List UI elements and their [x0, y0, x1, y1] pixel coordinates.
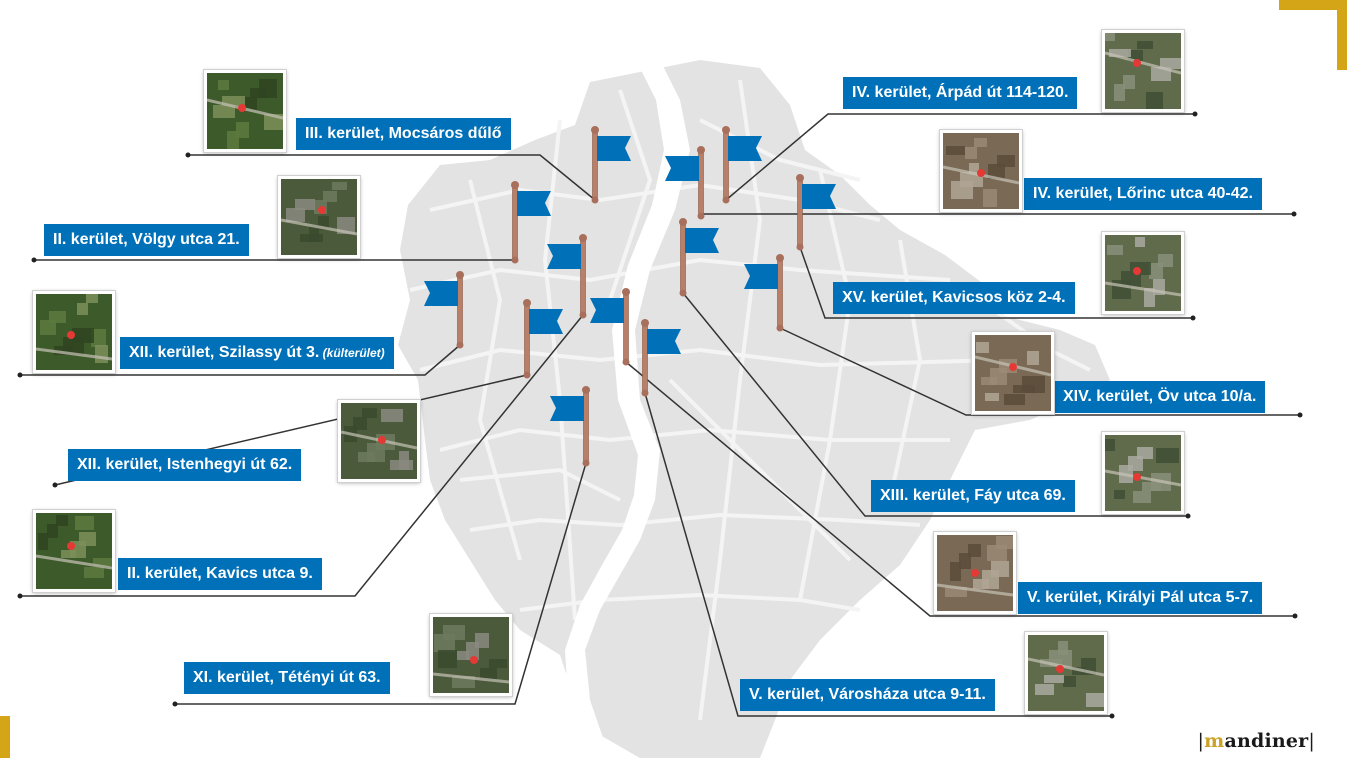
- flag-marker-icon: [590, 288, 630, 366]
- location-label-text: XIII. kerület, Fáy utca 69.: [880, 487, 1066, 504]
- location-label: XIV. kerület, Öv utca 10/a.: [1054, 381, 1266, 413]
- connector-endpoint: [52, 482, 58, 488]
- flag-marker-icon: [591, 126, 631, 204]
- connector-line: [682, 292, 1188, 517]
- connector-line: [725, 113, 1195, 201]
- location-label-text: IV. kerület, Lőrinc utca 40-42.: [1033, 185, 1253, 202]
- satellite-thumbnail: [940, 130, 1022, 212]
- satellite-thumbnail: [1102, 30, 1184, 112]
- satellite-thumbnail: [972, 332, 1054, 414]
- flag-marker-icon: [511, 181, 551, 264]
- location-label: XIII. kerület, Fáy utca 69.: [871, 480, 1075, 512]
- connector-lines: [20, 113, 1300, 717]
- location-label: III. kerület, Mocsáros dűlő: [296, 118, 511, 150]
- flag-marker-icon: [550, 386, 590, 467]
- flag-marker-icon: [722, 126, 762, 204]
- location-label: V. kerület, Királyi Pál utca 5-7.: [1018, 582, 1263, 614]
- connector-endpoint: [185, 152, 191, 158]
- location-label: XI. kerület, Tétényi út 63.: [184, 662, 390, 694]
- connector-endpoint: [31, 257, 37, 263]
- satellite-thumbnail: [1102, 432, 1184, 514]
- connector-endpoints: [17, 111, 1303, 719]
- location-label: IV. kerület, Árpád út 114-120.: [843, 77, 1078, 109]
- satellite-thumbnail: [338, 400, 420, 482]
- connector-endpoint: [1185, 513, 1191, 519]
- connector-line: [188, 154, 596, 201]
- location-label-text: XV. kerület, Kavicsos köz 2-4.: [842, 289, 1066, 306]
- location-label: IV. kerület, Lőrinc utca 40-42.: [1024, 178, 1262, 210]
- connector-endpoint: [1297, 412, 1303, 418]
- connector-line: [175, 462, 587, 705]
- location-label-text: V. kerület, Városháza utca 9-11.: [749, 686, 986, 703]
- logo-initial: m: [1204, 730, 1225, 752]
- flag-marker-icon: [523, 299, 563, 379]
- connector-endpoint: [1190, 315, 1196, 321]
- satellite-thumbnail: [430, 614, 512, 696]
- flag-marker-icon: [679, 218, 719, 297]
- location-label-text: IV. kerület, Árpád út 114-120.: [852, 84, 1069, 101]
- location-label-text: XI. kerület, Tétényi út 63.: [193, 669, 381, 686]
- flag-markers: [424, 126, 836, 467]
- satellite-thumbnail: [1102, 232, 1184, 314]
- location-label: XII. kerület, Szilassy út 3. (külterület…: [120, 337, 394, 369]
- flag-marker-icon: [641, 319, 681, 397]
- location-label: II. kerület, Kavics utca 9.: [118, 558, 322, 590]
- location-label: V. kerület, Városháza utca 9-11.: [740, 679, 995, 711]
- connector-endpoint: [172, 701, 178, 707]
- location-label-text: III. kerület, Mocsáros dűlő: [305, 125, 502, 142]
- location-label: XV. kerület, Kavicsos köz 2-4.: [833, 282, 1075, 314]
- connector-endpoint: [1291, 211, 1297, 217]
- connector-line: [799, 246, 1193, 319]
- satellite-thumbnail: [1025, 632, 1107, 714]
- connector-line: [644, 392, 1112, 717]
- city-outline: [398, 60, 1110, 758]
- connector-endpoint: [1292, 613, 1298, 619]
- location-label-text: II. kerület, Kavics utca 9.: [127, 565, 313, 582]
- flag-marker-icon: [424, 271, 464, 349]
- location-label-text: II. kerület, Völgy utca 21.: [53, 231, 240, 248]
- connector-line: [20, 314, 584, 597]
- corner-accent-bottom-left: [0, 716, 10, 758]
- location-label-text: XII. kerület, Istenhegyi út 62.: [77, 456, 293, 473]
- road-grid: [409, 79, 1091, 721]
- location-label: II. kerület, Völgy utca 21.: [44, 224, 249, 256]
- satellite-thumbnail: [33, 510, 115, 592]
- corner-accent-top-right: [1279, 0, 1347, 10]
- satellite-thumbnail: [278, 176, 360, 258]
- connector-endpoint: [17, 593, 23, 599]
- connector-line: [779, 327, 1300, 416]
- location-label-text: XIV. kerület, Öv utca 10/a.: [1063, 388, 1257, 405]
- connector-endpoint: [17, 372, 23, 378]
- flag-marker-icon: [744, 254, 784, 332]
- satellite-thumbnail: [934, 532, 1016, 614]
- danube-river: [565, 60, 690, 758]
- mandiner-logo: |mandiner|: [1197, 730, 1315, 752]
- flag-marker-icon: [796, 174, 836, 251]
- location-label-text: XII. kerület, Szilassy út 3.: [129, 344, 320, 361]
- flag-marker-icon: [665, 146, 705, 220]
- logo-text: andiner: [1224, 730, 1309, 752]
- connector-line: [20, 344, 461, 376]
- location-label: XII. kerület, Istenhegyi út 62.: [68, 449, 302, 481]
- connector-line: [625, 361, 1295, 617]
- connector-endpoint: [1192, 111, 1198, 117]
- corner-accent-top-right-vertical: [1337, 0, 1347, 70]
- location-label-note: (külterület): [319, 346, 385, 360]
- flag-marker-icon: [547, 234, 587, 319]
- location-label-text: V. kerület, Királyi Pál utca 5-7.: [1027, 589, 1254, 606]
- satellite-thumbnail: [33, 291, 115, 373]
- connector-endpoint: [1109, 713, 1115, 719]
- satellite-thumbnail: [204, 70, 286, 152]
